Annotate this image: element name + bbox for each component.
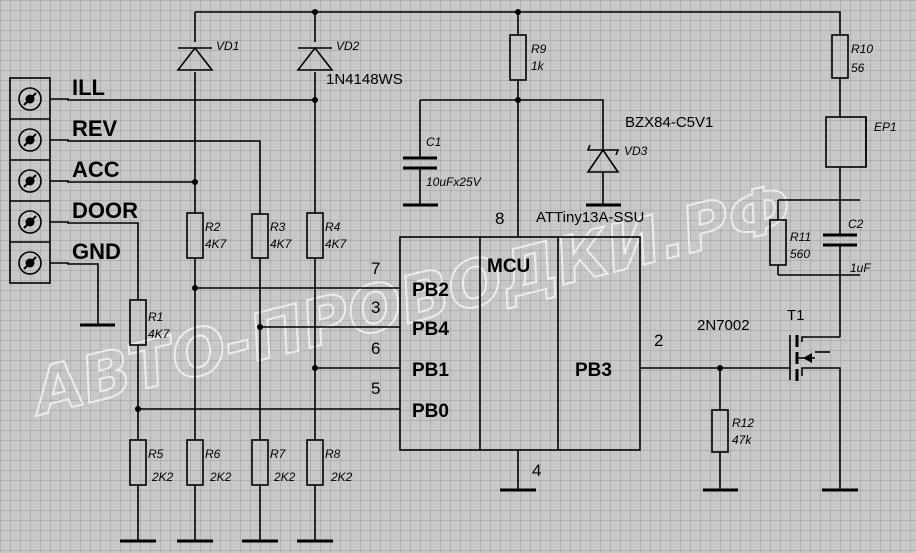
- pin-label-door: DOOR: [72, 198, 138, 223]
- connector-screw-icons: [18, 87, 42, 275]
- ep1-ref: EP1: [874, 120, 897, 134]
- mcu-title: MCU: [487, 256, 530, 277]
- t1-value: 2N7002: [697, 317, 750, 334]
- mcu-pin-pb4-number: 3: [371, 298, 380, 317]
- diode-vd2-icon: [296, 46, 334, 71]
- r3-ref: R3: [270, 220, 286, 234]
- pin-label-rev: REV: [72, 116, 118, 141]
- mcu-pin-pb0-number: 5: [371, 379, 380, 398]
- r4-ref: R4: [325, 220, 341, 234]
- pin-label-gnd: GND: [72, 239, 121, 264]
- resistor-r6-icon: [186, 439, 204, 486]
- resistor-r4-icon: [306, 212, 324, 259]
- resistor-r9-icon: [509, 34, 527, 81]
- resistor-r5-icon: [129, 439, 147, 486]
- r1-value: 4K7: [148, 327, 171, 341]
- vd1-ref: VD1: [216, 39, 239, 53]
- r11-value: 560: [790, 247, 810, 261]
- wires: [50, 11, 860, 543]
- vd2-ref: VD2: [336, 39, 360, 53]
- t1-ref: T1: [787, 307, 805, 324]
- resistor-r2-icon: [186, 212, 204, 259]
- r6-value: 2K2: [209, 470, 232, 484]
- r2-ref: R2: [205, 220, 221, 234]
- c2-ref: C2: [848, 217, 864, 231]
- pin-label-acc: ACC: [72, 157, 120, 182]
- r2-value: 4K7: [205, 237, 228, 251]
- r12-value: 47k: [732, 433, 752, 447]
- connector: [9, 77, 51, 284]
- pin-label-ill: ILL: [72, 75, 105, 100]
- r8-value: 2K2: [330, 470, 353, 484]
- capacitor-c1-icon: [403, 156, 437, 170]
- resistor-r7-icon: [251, 439, 269, 486]
- diode-vd1-icon: [176, 46, 214, 71]
- r11-ref: R11: [790, 230, 811, 244]
- mcu-pin-top-number: 8: [495, 209, 504, 228]
- resistor-r10-icon: [831, 34, 849, 79]
- r7-ref: R7: [270, 447, 287, 461]
- resistor-r1-icon: [129, 299, 147, 346]
- buzzer-ep1-icon: [825, 116, 867, 168]
- mcu-pin-pb3-number: 2: [654, 331, 663, 350]
- c1-value: 10uFx25V: [426, 175, 482, 189]
- resistor-r11-icon: [769, 219, 787, 266]
- mcu-pin-pb2-name: PB2: [412, 280, 449, 301]
- resistor-r12-icon: [711, 409, 729, 453]
- mcu-pin-pb1-name: PB1: [412, 360, 449, 381]
- r5-ref: R5: [148, 447, 164, 461]
- zener-vd3-icon: [586, 144, 620, 173]
- mosfet-t1-icon: [789, 335, 830, 381]
- mcu-pin-pb1-number: 6: [371, 339, 380, 358]
- r1-ref: R1: [148, 310, 163, 324]
- mcu-pin-bottom-number: 4: [532, 461, 541, 480]
- c2-value: 1uF: [850, 261, 871, 275]
- r9-value: 1k: [531, 59, 545, 73]
- vd2-value: 1N4148WS: [326, 71, 403, 88]
- resistor-r8-icon: [306, 439, 324, 486]
- vd3-value: BZX84-C5V1: [625, 114, 713, 131]
- mcu-pin-pb3-name: PB3: [575, 360, 612, 381]
- resistor-r3-icon: [251, 213, 269, 259]
- c1-ref: C1: [426, 135, 441, 149]
- r12-ref: R12: [732, 416, 754, 430]
- r9-ref: R9: [531, 42, 547, 56]
- r3-value: 4K7: [270, 237, 293, 251]
- capacitor-c2-icon: [823, 233, 857, 247]
- r5-value: 2K2: [151, 470, 174, 484]
- r10-value: 56: [851, 61, 865, 75]
- r10-ref: R10: [851, 42, 873, 56]
- mcu-body: [399, 236, 641, 451]
- vd3-ref: VD3: [624, 144, 648, 158]
- mcu-pin-pb0-name: PB0: [412, 401, 449, 422]
- r8-ref: R8: [325, 447, 341, 461]
- r7-value: 2K2: [273, 470, 296, 484]
- mcu-pin-pb4-name: PB4: [412, 319, 449, 340]
- mcu-pin-pb2-number: 7: [371, 259, 380, 278]
- r6-ref: R6: [205, 447, 221, 461]
- junction-dots: [135, 9, 723, 412]
- r4-value: 4K7: [325, 237, 348, 251]
- mcu-part-number: ATTiny13A-SSU: [536, 209, 644, 226]
